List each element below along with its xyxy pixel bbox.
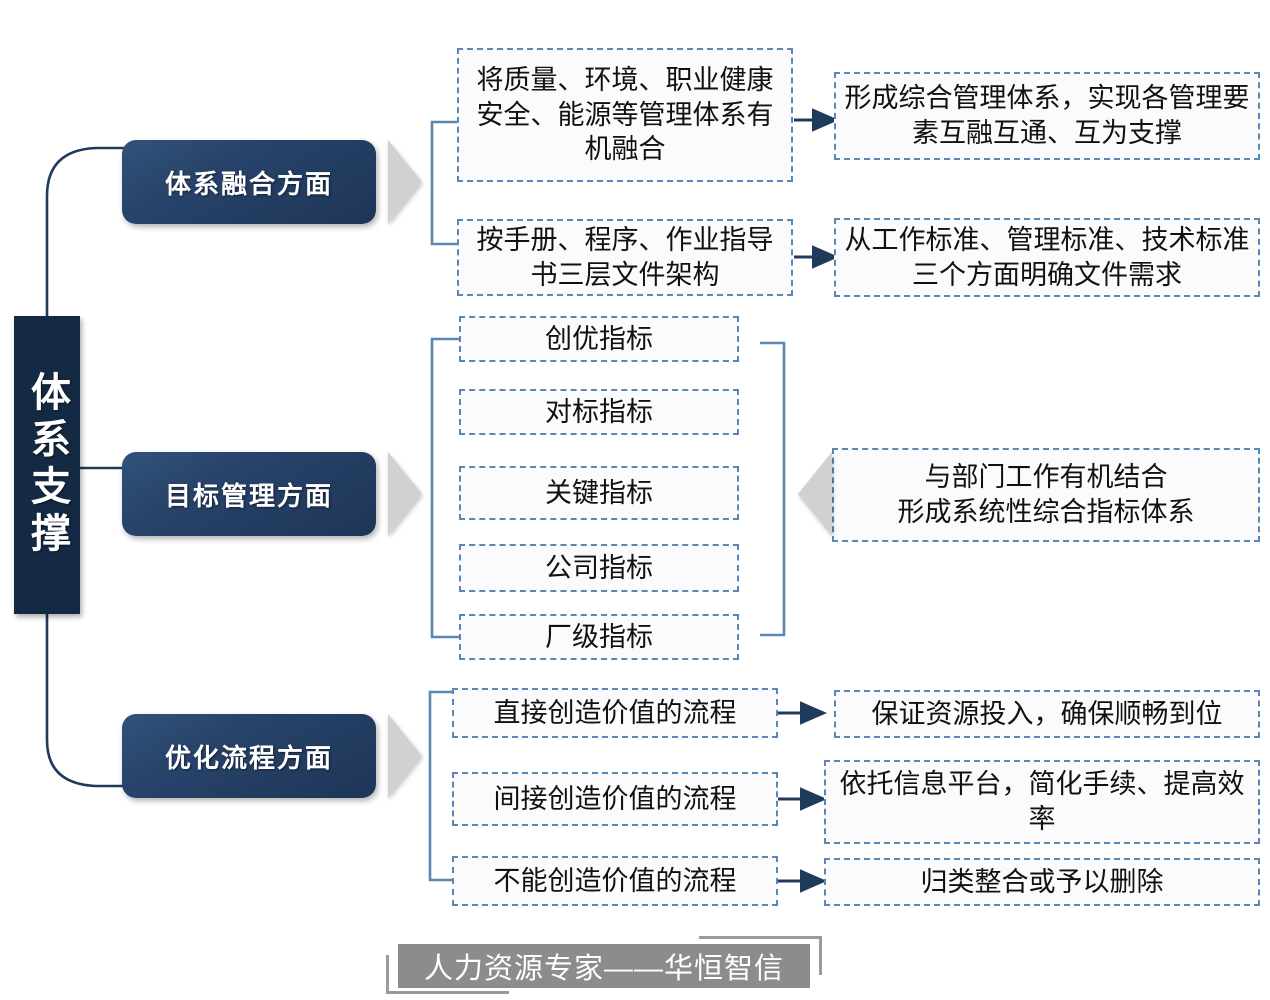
footer-bracket-bottom-left [386, 955, 509, 994]
outcome-box: 从工作标准、管理标准、技术标准三个方面明确文件需求 [834, 218, 1260, 297]
outcome-box: 依托信息平台，简化手续、提高效率 [824, 760, 1260, 844]
arrows-branch-1 [794, 108, 839, 269]
source-box: 按手册、程序、作业指导书三层文件架构 [457, 219, 793, 296]
branch-pill-system-integration[interactable]: 体系融合方面 [122, 140, 376, 224]
branch-pill-label: 体系融合方面 [164, 168, 333, 199]
indicator-box: 创优指标 [459, 316, 739, 362]
shared-outcome-line-1: 与部门工作有机结合 [924, 462, 1168, 493]
spine-label: 体系支撑 [14, 316, 80, 614]
branch-pill-label: 目标管理方面 [164, 480, 333, 511]
indicator-box: 对标指标 [459, 389, 739, 435]
chevron-right-icon [388, 714, 422, 798]
branch-pill-goal-management[interactable]: 目标管理方面 [122, 452, 376, 536]
source-box: 将质量、环境、职业健康安全、能源等管理体系有机融合 [457, 48, 793, 182]
indicator-box: 厂级指标 [459, 614, 739, 660]
indicator-box: 公司指标 [459, 544, 739, 592]
spine-text: 体系支撑 [25, 371, 69, 559]
branch-pill-process-optimization[interactable]: 优化流程方面 [122, 714, 376, 798]
footer-bracket-top-right [699, 936, 822, 975]
process-box: 不能创造价值的流程 [452, 856, 778, 906]
footer-banner: 人力资源专家——华恒智信 [386, 936, 822, 994]
chevron-left-icon [798, 452, 832, 536]
outcome-box: 归类整合或予以删除 [824, 858, 1260, 906]
footer-text: 人力资源专家——华恒智信 [398, 944, 810, 988]
bracket-branch-2-right [760, 341, 786, 637]
branch-pill-label: 优化流程方面 [164, 742, 333, 773]
process-box: 直接创造价值的流程 [452, 688, 778, 738]
arrows-branch-3 [778, 701, 827, 893]
process-box: 间接创造价值的流程 [452, 772, 778, 826]
shared-outcome-box: 与部门工作有机结合 形成系统性综合指标体系 [832, 448, 1260, 542]
indicator-box: 关键指标 [459, 466, 739, 520]
shared-outcome-line-2: 形成系统性综合指标体系 [897, 497, 1195, 527]
outcome-box: 形成综合管理体系，实现各管理要素互融互通、互为支撑 [834, 72, 1260, 160]
chevron-right-icon [388, 452, 422, 536]
chevron-right-icon [388, 140, 422, 224]
outcome-box: 保证资源投入，确保顺畅到位 [834, 690, 1260, 738]
